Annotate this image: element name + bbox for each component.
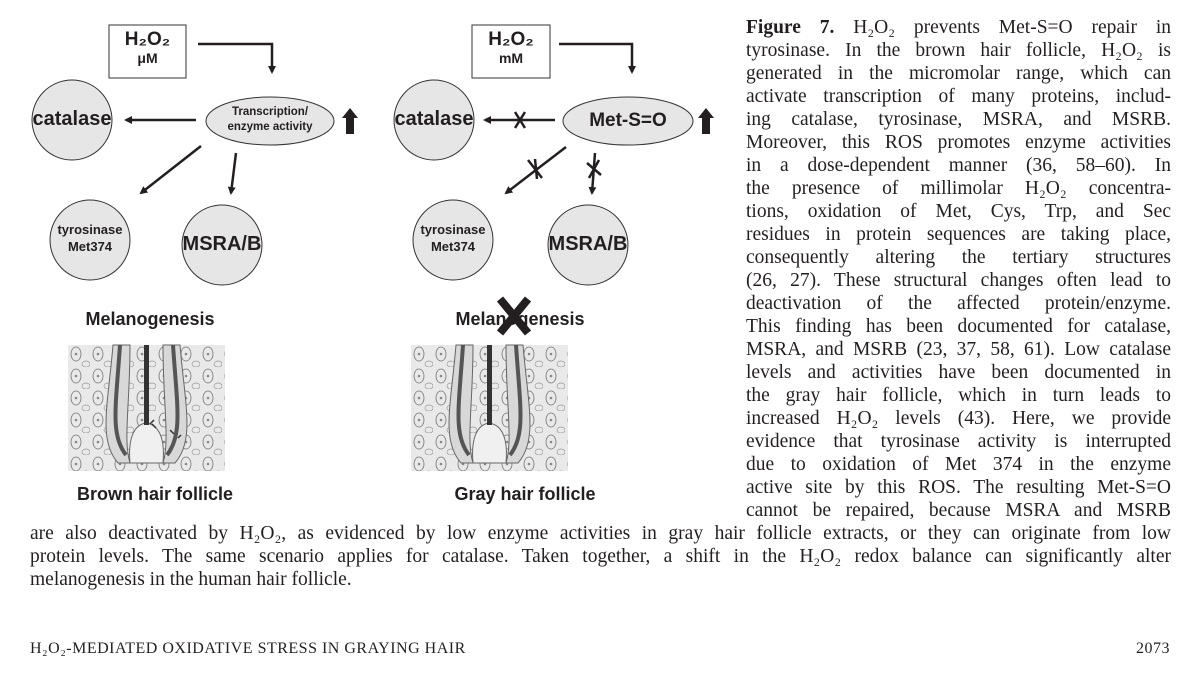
caption-line: the gray hair follicle, which in turn le… xyxy=(746,385,1171,406)
tyrosinase-label: tyrosinase Met374 xyxy=(411,221,495,255)
catalase-label: catalase xyxy=(32,108,112,130)
up-arrow-icon xyxy=(342,108,358,134)
catalase-node xyxy=(393,79,475,161)
brown-follicle-illustration xyxy=(66,343,227,473)
up-arrow-icon xyxy=(698,108,714,134)
caption-line: are also deactivated by H₂O₂, as evidenc… xyxy=(30,523,1171,544)
blocked-arrow-to-msra xyxy=(588,152,597,195)
h2o2-label: H₂O₂ xyxy=(488,29,534,50)
h2o2-source-box xyxy=(108,24,187,79)
caption-line: due to oxidation of Met 374 in the enzym… xyxy=(746,454,1171,475)
brown-follicle-caption: Brown hair follicle xyxy=(76,484,234,504)
caption-line: tions, oxidation of Met, Cys, Trp, and S… xyxy=(746,201,1171,222)
h2o2-label: H₂O₂ xyxy=(124,29,171,50)
caption-line: ing catalase, tyrosinase, MSRA, and MSRB… xyxy=(746,109,1171,130)
caption-line: levels and activities have been document… xyxy=(746,362,1171,383)
melanin-star-marks xyxy=(149,419,182,439)
tyrosinase-line: tyrosinase xyxy=(57,222,123,237)
caption-line: increased H₂O₂ levels (43). Here, we pro… xyxy=(746,408,1171,429)
concentration-label: mM xyxy=(498,50,524,66)
msra-label: MSRA/B xyxy=(182,233,262,255)
figure-caption-column: Figure 7. H₂O₂ prevents Met-S=O repair i… xyxy=(746,16,1171,522)
caption-line: (26, 27). These structural changes often… xyxy=(746,270,1171,291)
right-source-label: H₂O₂ mM xyxy=(472,30,550,68)
figure-diagram xyxy=(31,24,714,473)
caption-text: H₂O₂ prevents Met-S=O repair in xyxy=(834,17,1171,38)
melanogenesis-label: Melanogenesis xyxy=(455,309,585,329)
figure-caption-full-width: are also deactivated by H₂O₂, as evidenc… xyxy=(30,522,1171,591)
arrow-to-center xyxy=(559,42,636,74)
center-line-2: enzyme activity xyxy=(227,121,313,133)
transcription-label: Transcription/ enzyme activity xyxy=(206,105,334,135)
left-panel xyxy=(31,24,358,473)
caption-line: evidence that tyrosinase activity is int… xyxy=(746,431,1171,452)
page-number: 2073 xyxy=(1136,640,1170,657)
arrow-to-tyrosinase xyxy=(139,145,202,195)
met-s-o-label: Met-S=O xyxy=(589,110,667,131)
caption-line: in a dose-dependent manner (36, 58–60). … xyxy=(746,155,1171,176)
right-panel xyxy=(393,24,714,473)
center-line-1: Transcription/ xyxy=(231,106,309,118)
msra-label: MSRA/B xyxy=(548,233,628,255)
block-x-icon xyxy=(586,159,602,179)
block-x-icon xyxy=(513,111,527,129)
caption-line: This finding has been documented for cat… xyxy=(746,316,1171,337)
caption-line: active site by this ROS. The resulting M… xyxy=(746,477,1171,498)
gray-follicle-illustration xyxy=(409,343,570,473)
caption-line: Figure 7. H₂O₂ prevents Met-S=O repair i… xyxy=(746,16,1171,39)
tyrosinase-line: tyrosinase xyxy=(420,222,486,237)
catalase-label: catalase xyxy=(394,108,474,130)
caption-line: deactivation of the affected protein/enz… xyxy=(746,293,1171,314)
caption-line: tyrosinase. In the brown hair follicle, … xyxy=(746,40,1171,61)
running-title: H₂O₂-MEDIATED OXIDATIVE STRESS IN GRAYIN… xyxy=(30,640,466,657)
h2o2-source-box xyxy=(471,24,551,79)
catalase-node xyxy=(31,79,113,161)
caption-line: protein levels. The same scenario applie… xyxy=(30,546,1171,567)
tyrosinase-label: tyrosinase Met374 xyxy=(48,221,132,255)
msra-node xyxy=(181,204,263,286)
msra-node xyxy=(547,204,629,286)
caption-line: residues in protein sequences are taking… xyxy=(746,224,1171,245)
caption-line: melanogenesis in the human hair follicle… xyxy=(30,569,352,590)
melanogenesis-label: Melanogenesis xyxy=(85,309,215,329)
caption-line: generated in the micromolar range, which… xyxy=(746,63,1171,84)
caption-line: the presence of millimolar H₂O₂ concentr… xyxy=(746,178,1171,199)
met-s-o-node xyxy=(562,96,694,146)
caption-line: consequently altering the tertiary struc… xyxy=(746,247,1171,268)
met374-line: Met374 xyxy=(430,239,476,254)
met374-line: Met374 xyxy=(67,239,113,254)
block-x-icon xyxy=(527,158,543,180)
caption-line: MSRA, and MSRB (23, 37, 58, 61). Low cat… xyxy=(746,339,1171,360)
left-source-label: H₂O₂ μM xyxy=(109,30,186,68)
tyrosinase-node xyxy=(412,199,494,281)
caption-line: Moreover, this ROS promotes enzyme activ… xyxy=(746,132,1171,153)
figure-label: Figure 7. xyxy=(746,17,835,38)
tyrosinase-node xyxy=(49,199,131,281)
arrow-to-msra xyxy=(227,152,238,195)
concentration-label: μM xyxy=(137,50,158,66)
caption-line: activate transcription of many proteins,… xyxy=(746,86,1171,107)
transcription-node xyxy=(205,96,335,146)
gray-follicle-caption: Gray hair follicle xyxy=(454,484,596,504)
caption-line: cannot be repaired, because MSRA and MSR… xyxy=(746,500,1171,521)
arrow-to-center xyxy=(198,42,276,74)
